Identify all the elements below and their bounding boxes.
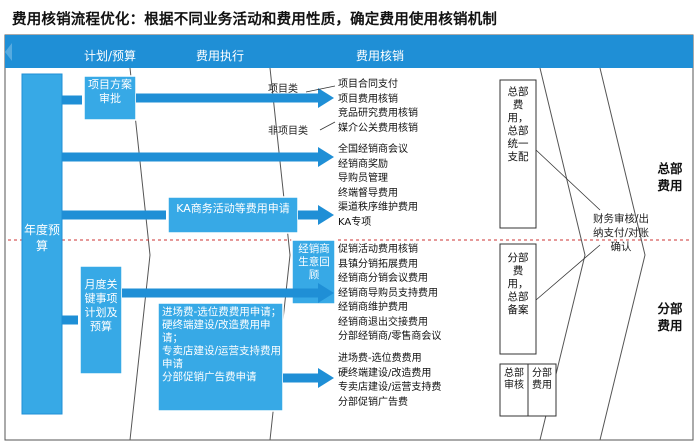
- hq-cost-label: 总部费用: [657, 161, 683, 193]
- verify-item: 项目合同支付: [338, 79, 398, 90]
- verify-item: KA专项: [338, 216, 372, 228]
- verify-item: 分部经销商/零售商会议: [338, 331, 442, 342]
- branch-apply-box: [157, 302, 284, 412]
- dealer-review-label: 经销商生意回顾: [298, 243, 330, 281]
- branch-apply-item: 分部促销广告费申请: [162, 371, 257, 383]
- verify-item: 终端督导费用: [338, 187, 398, 199]
- header-exec: 费用执行: [195, 49, 244, 63]
- verify-item: 分部促销广告费: [338, 396, 408, 408]
- verify-item: 县镇分销拓展费用: [338, 258, 418, 270]
- ka-apply-label: KA商务活动等费用申请: [176, 202, 290, 215]
- verify-item: 经销商奖励: [338, 158, 388, 170]
- arrow-head: [318, 368, 334, 388]
- verify-item: 经销商退出交接费用: [338, 316, 428, 328]
- connector-line: [305, 85, 336, 93]
- verify-group-2: 全国经销商会议 经销商奖励 导购员管理 终端督导费用 渠道秩序维护费用 KA专项: [338, 143, 418, 230]
- verify-group-3: 促销活动费用核销 县镇分销拓展费用 经销商分销会议费用 经销商导购员支持费用 经…: [338, 243, 441, 345]
- verify-item: 导购员管理: [338, 173, 388, 184]
- header-ornament: [5, 43, 12, 61]
- column-divider-1: [129, 67, 151, 441]
- branch-apply-item: 硬终端建设/改造费用申请；: [162, 319, 271, 344]
- project-type-label: 项目类: [268, 84, 298, 95]
- arrow-head: [318, 283, 334, 303]
- verify-item: 硬终端建设/改造费用: [338, 367, 432, 379]
- branch-cost-label: 分部费用: [657, 301, 683, 333]
- branch-apply-item: 进场费-选位费费用申请；: [162, 306, 282, 318]
- verify-item: 项目费用核销: [338, 93, 398, 105]
- header-verify: 费用核销: [355, 49, 404, 63]
- verify-item: 媒介公关费用核销: [338, 122, 418, 134]
- branch-verify-box: [499, 243, 537, 355]
- finance-label: 财务审核/出纳支付/对账确认: [592, 213, 650, 253]
- page-title: 费用核销流程优化：根据不同业务活动和费用性质，确定费用使用核销机制: [12, 12, 498, 28]
- verify-item: 全国经销商会议: [338, 144, 408, 155]
- column-divider-4: [599, 67, 646, 441]
- arrow-head: [318, 205, 334, 225]
- project-approval-label: 项目方案审批: [88, 78, 132, 105]
- connector-line: [535, 149, 601, 211]
- header-plan: 计划/预算: [83, 49, 137, 63]
- connector-line: [535, 244, 601, 301]
- verify-item: 促销活动费用核销: [338, 244, 418, 255]
- annual-budget-label: 年度预算: [24, 223, 61, 253]
- annual-budget-box: [21, 73, 63, 415]
- verify-group-4: 进场费-选位费费用 硬终端建设/改造费用 专卖店建设/运营支持费 分部促销广告费: [338, 352, 441, 410]
- hq-verify-label: 总部费用，总部统一支配: [507, 86, 529, 163]
- verify-item: 经销商分销会议费用: [338, 273, 428, 284]
- connector-line: [319, 121, 336, 131]
- verify-item: 经销商导购员支持费用: [338, 287, 438, 299]
- verify-item: 竞品研究费用核销: [338, 108, 418, 119]
- arrow-head: [318, 147, 334, 167]
- verify-group-1: 项目合同支付 项目费用核销 竞品研究费用核销 媒介公关费用核销: [338, 78, 418, 136]
- monthly-plan-box: [79, 265, 123, 375]
- branch-apply-list: 进场费-选位费费用申请； 硬终端建设/改造费用申请； 专卖店建设/运营支持费用申…: [162, 306, 282, 384]
- verify-item: 专卖店建设/运营支持费: [338, 382, 442, 393]
- branch-review-label: 分部费用: [532, 368, 552, 391]
- branch-apply-item: 专卖店建设/运营支持费用申请: [162, 345, 282, 370]
- non-project-type-label: 非项目类: [268, 126, 308, 137]
- verify-item: 渠道秩序维护费用: [338, 202, 418, 213]
- arrow-head: [318, 88, 334, 108]
- hq-verify-box: [499, 79, 537, 229]
- monthly-plan-label: 月度关键事项计划及预算: [84, 278, 118, 333]
- verify-item: 经销商维护费用: [338, 302, 408, 313]
- header-band: [5, 35, 693, 68]
- branch-verify-label: 分部费用，总部备案: [507, 252, 529, 316]
- hq-review-label: 总部审核: [504, 368, 524, 391]
- ka-apply-box: [167, 196, 299, 234]
- verify-item: 进场费-选位费费用: [338, 353, 422, 364]
